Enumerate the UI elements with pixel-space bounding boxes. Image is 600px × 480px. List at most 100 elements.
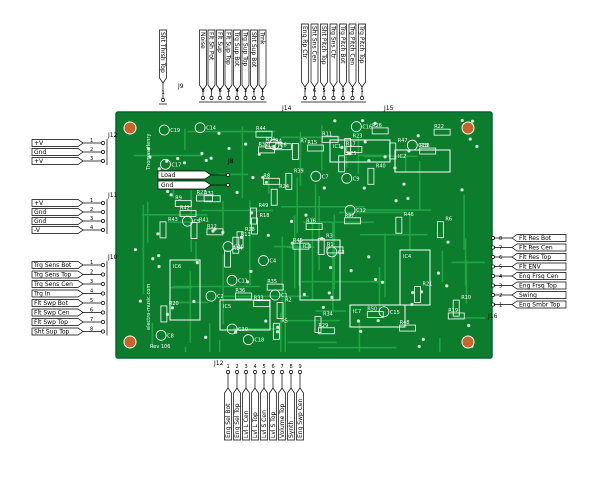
pcb-pad [169, 193, 173, 197]
j15-pin-number: 1 [361, 88, 364, 94]
pcb-pad [410, 302, 414, 307]
resistor-label: R10 [461, 295, 471, 301]
j14-signal-label: Trg Sup Bot [233, 31, 240, 67]
pcb-pad [360, 119, 365, 123]
capacitor-label: C17 [171, 162, 181, 168]
resistor: R16 [305, 219, 323, 230]
resistor: R8 [262, 173, 280, 185]
j10-pin-number: 3 [90, 279, 93, 285]
pcb-pad [475, 144, 479, 148]
pcb-pad [362, 186, 366, 190]
capacitor: C2 [205, 290, 224, 302]
pcb-pad [373, 121, 377, 125]
ic-chip: IC7 [349, 304, 406, 328]
resistor-label: R1 [327, 242, 334, 248]
j12-signal-label: +V [34, 158, 44, 165]
capacitor: C15 [378, 306, 400, 318]
capacitor: C11 [226, 274, 248, 286]
j12-pin-number: 1 [90, 138, 93, 144]
capacitor-label: C2 [217, 294, 224, 300]
resistor-label: R43 [168, 217, 178, 223]
resistor: R18 [251, 213, 269, 235]
pcb-pad [320, 236, 324, 241]
pcb-pad [446, 240, 450, 244]
pcb-pad [321, 305, 325, 310]
pcb-pad [304, 213, 308, 217]
resistor-label: R24 [279, 184, 289, 190]
pcb-pad [356, 319, 361, 323]
j10-pin-number: 6 [90, 308, 93, 314]
pcb-pad [272, 144, 276, 149]
resistor: R10 [452, 295, 471, 317]
j14-pin-number: 4 [236, 88, 239, 94]
resistor-label: R21 [423, 281, 433, 287]
j16-signal-label: Flt Res Bot [519, 235, 552, 242]
ic-chip: IC2 [394, 149, 451, 173]
resistor-label: R6 [445, 217, 452, 223]
pcb-pad [380, 280, 385, 284]
capacitor-label: C11 [238, 278, 248, 284]
resistor-label: R14 [233, 246, 243, 252]
pcb-pad [289, 219, 294, 223]
capacitor: C17 [160, 158, 181, 170]
j12b-signal-label: Eng Swp Cen [297, 398, 304, 438]
pcb-pad [200, 151, 204, 156]
capacitor-label: C19 [170, 128, 180, 134]
j9-header-label: J9 [177, 83, 184, 90]
resistor-label: R48 [400, 320, 410, 326]
pcb-pad [146, 147, 151, 151]
pcb-pad [322, 186, 326, 190]
pcb-pad [363, 140, 367, 144]
j16-pin-number: 5 [499, 265, 502, 271]
j15-pin-number: 5 [323, 88, 326, 94]
pcb-pad [460, 188, 464, 192]
resistor-label: R49 [258, 203, 268, 209]
resistor: R32 [258, 142, 275, 154]
capacitor-label: C3 [338, 250, 345, 256]
resistor-label: R42 [180, 205, 190, 211]
capacitor: C14 [194, 122, 216, 134]
j15-signal-label: Trg Pitch Cen [349, 25, 356, 65]
pcb-parts: IC1IC2IC3IC4IC5IC6IC7R1R2R3R4R5R6R7R8R9R… [133, 118, 479, 349]
capacitor: C20 [222, 241, 244, 252]
j15-header-label: J15 [383, 105, 394, 112]
capacitor-label: C1 [281, 293, 288, 299]
mounting-hole [461, 121, 475, 135]
resistor: R33 [253, 296, 271, 308]
resistor: R37 [344, 213, 361, 225]
pcb-pad [157, 167, 161, 171]
j10-pin-number: 1 [90, 260, 93, 266]
j12b-signal-label: Eng Sel Bot [225, 403, 232, 438]
j10-signal-label: Sht Sup Top [34, 329, 70, 336]
ic-chip: IC3 [299, 239, 341, 301]
pcb-pad [195, 261, 199, 265]
resistor: R26 [371, 123, 389, 135]
j15-signal-label: Trg Sns Ctr [330, 25, 337, 59]
j12b-pin-number: 9 [299, 364, 302, 370]
pcb-pad [373, 277, 378, 282]
capacitor-label: C14 [206, 126, 216, 132]
j14-pin-number: 5 [227, 88, 230, 94]
pcb-pad [170, 306, 175, 310]
j16-signal-label: Eng Frsq Cen [519, 273, 559, 280]
j10-signal-label: Trg Sens Bot [33, 262, 72, 269]
resistor-label: R27 [197, 190, 207, 196]
resistor: R49 [250, 203, 268, 225]
pcb-pad [436, 271, 441, 275]
j8-pin-1: Load [157, 170, 230, 180]
j14-pin-number: 2 [253, 88, 256, 94]
j16-signal-label: Eng Frsq Top [519, 283, 557, 290]
resistor-label: R11 [322, 131, 332, 137]
j10-signal-label: Flt Swp Cen [34, 310, 70, 317]
resistor: R29 [318, 323, 335, 335]
j16-signal-label: Swing [519, 292, 537, 299]
